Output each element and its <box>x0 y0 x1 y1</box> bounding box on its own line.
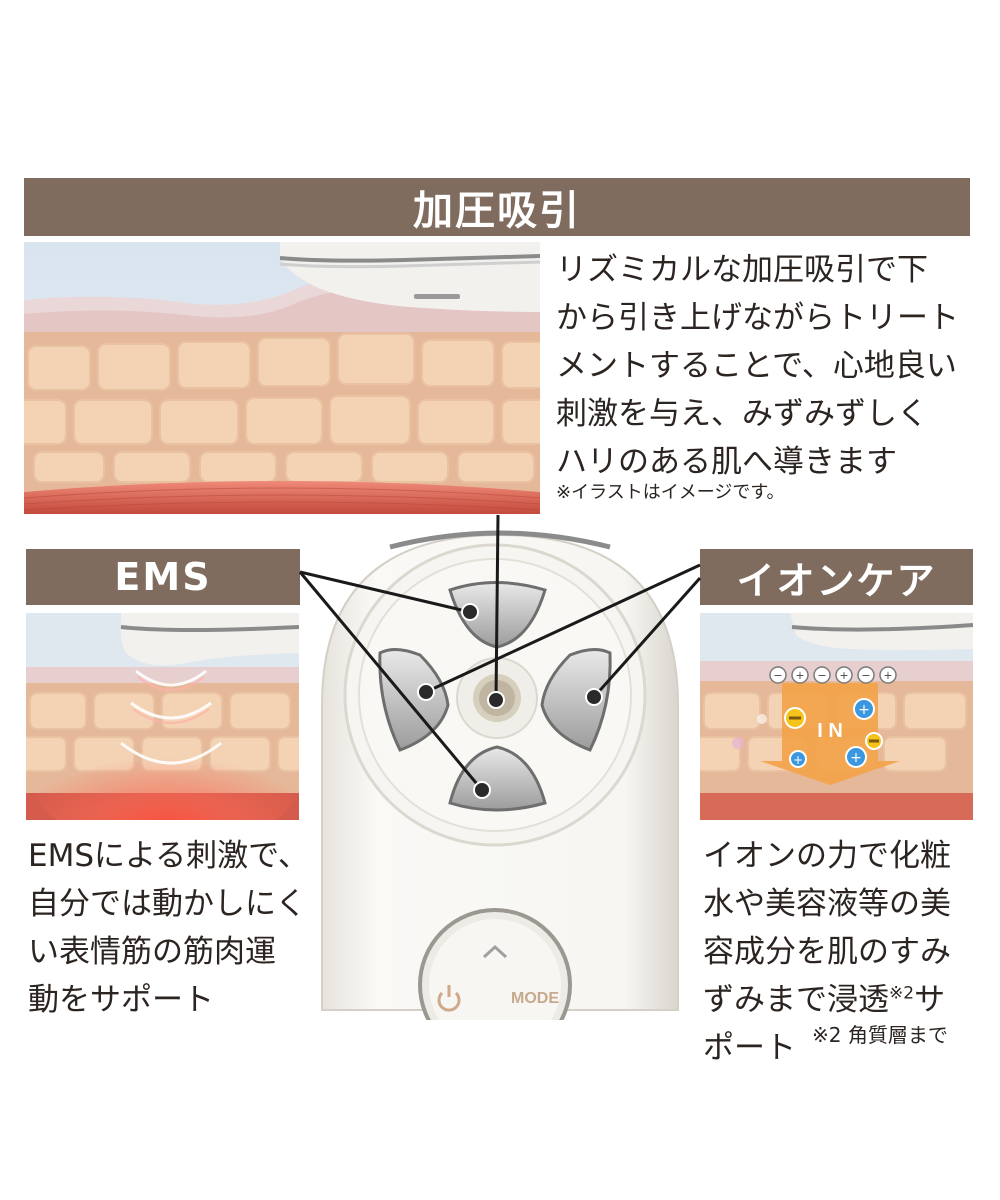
charge-symbol <box>791 666 809 684</box>
charge-symbol-label: − <box>861 669 870 682</box>
svg-text:+: + <box>850 750 862 766</box>
charge-symbol-label: + <box>795 669 804 682</box>
ems-description: EMSによる刺激で、 自分では動かしにく い表情筋の筋肉運 動をサポート <box>28 838 309 1018</box>
banner-ems: EMS <box>26 549 300 605</box>
banner-ion-care: イオンケア <box>700 549 973 605</box>
mode-button[interactable]: MODE <box>511 990 559 1007</box>
svg-text:+: + <box>858 702 870 718</box>
banner-title: イオンケア <box>736 558 937 603</box>
suction-skin-illustration <box>24 242 540 514</box>
ion-in-label: I N <box>817 720 843 742</box>
charge-symbol <box>813 666 831 684</box>
banner-title: EMS <box>114 555 212 599</box>
charge-symbol <box>835 666 853 684</box>
stratum-corneum-note: ※2 角質層まで <box>812 1023 948 1047</box>
ion-care-illustration: I N + + + −+−+−+ <box>700 613 973 820</box>
banner-title: 加圧吸引 <box>413 188 581 234</box>
ion-description-main: イオンの力で化粧 水や美容液等の美 容成分を肌のすみ ずみまで浸透 <box>703 838 951 1018</box>
power-icon[interactable] <box>437 985 461 1012</box>
ion-description-tail: サ ポート <box>703 982 946 1066</box>
charge-symbol-label: − <box>773 669 782 682</box>
charge-symbol <box>857 666 875 684</box>
up-arrow-icon[interactable] <box>482 944 508 959</box>
illustration-note: ※イラストはイメージです。 <box>556 482 785 503</box>
banner-suction-pressure: 加圧吸引 <box>24 178 970 236</box>
ion-care-description: イオンの力で化粧 水や美容液等の美 容成分を肌のすみ ずみまで浸透※2サ ポート <box>703 832 993 1072</box>
charge-symbol-label: + <box>883 669 892 682</box>
beauty-device: MODE <box>300 505 700 1062</box>
charge-symbol-label: + <box>839 669 848 682</box>
charge-symbol-label: − <box>817 669 826 682</box>
svg-text:+: + <box>793 753 803 767</box>
charge-symbol <box>879 666 897 684</box>
ems-skin-illustration <box>26 613 299 820</box>
charge-symbol <box>769 666 787 684</box>
suction-description: リズミカルな加圧吸引で下 から引き上げながらトリート メントすることで、心地良い… <box>556 252 959 480</box>
footnote-marker: ※2 <box>889 983 915 1004</box>
